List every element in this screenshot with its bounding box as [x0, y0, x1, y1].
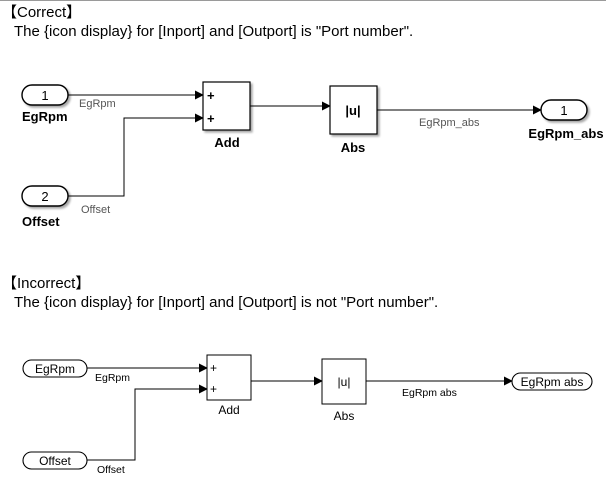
correct-signal-label-egrpm-abs: EgRpm_abs [419, 117, 480, 129]
incorrect-outport-label: EgRpm abs [521, 375, 584, 389]
correct-line-offset[interactable] [68, 113, 204, 197]
correct-description: The {icon display} for [Inport] and [Out… [14, 23, 414, 40]
incorrect-signal-label-egrpm-abs: EgRpm abs [402, 387, 457, 399]
top-divider [0, 0, 606, 1]
correct-outport-egrpm-abs[interactable]: 1 EgRpm_abs [528, 99, 604, 141]
incorrect-signal-label-egrpm: EgRpm [95, 372, 130, 384]
incorrect-diagram: EgRpm Offset EgRpm Offset EgRpm abs + + … [22, 354, 593, 476]
incorrect-description: The {icon display} for [Inport] and [Out… [14, 294, 439, 311]
correct-heading: 【Correct】 [2, 4, 82, 21]
incorrect-signal-lines [87, 363, 513, 461]
correct-inport-offset-name: Offset [22, 214, 60, 229]
correct-abs-name: Abs [341, 140, 366, 155]
incorrect-abs-block[interactable]: |u| Abs [321, 358, 367, 423]
incorrect-signal-label-offset: Offset [97, 464, 125, 476]
correct-add-name: Add [214, 135, 239, 150]
correct-abs-symbol: |u| [345, 103, 360, 118]
incorrect-inport-offset[interactable]: Offset [22, 451, 88, 470]
correct-inport-egrpm-name: EgRpm [22, 109, 68, 124]
incorrect-outport-egrpm-abs[interactable]: EgRpm abs [511, 372, 593, 391]
correct-signal-label-egrpm: EgRpm [79, 98, 116, 110]
incorrect-abs-name: Abs [334, 409, 355, 423]
correct-diagram: 1 EgRpm 2 Offset EgRpm Offset EgRpm_abs … [21, 81, 604, 229]
correct-inport-offset-number: 2 [41, 189, 48, 204]
correct-outport-name: EgRpm_abs [528, 126, 603, 141]
incorrect-heading: 【Incorrect】 [2, 275, 91, 292]
correct-add-sign-1: + [207, 88, 215, 103]
correct-abs-block[interactable]: |u| Abs [329, 85, 378, 155]
incorrect-add-sign-1: + [210, 361, 217, 375]
incorrect-line-offset[interactable] [87, 384, 208, 461]
incorrect-abs-symbol: |u| [338, 375, 351, 389]
correct-add-sign-2: + [207, 111, 215, 126]
incorrect-add-sign-2: + [210, 382, 217, 396]
incorrect-inport-egrpm-label: EgRpm [35, 362, 75, 376]
correct-signal-label-offset: Offset [81, 204, 110, 216]
correct-signal-lines [68, 90, 542, 197]
incorrect-inport-offset-label: Offset [39, 454, 71, 468]
correct-add-block[interactable]: + + Add [202, 81, 251, 150]
correct-inport-egrpm[interactable]: 1 EgRpm [21, 84, 69, 124]
correct-inport-offset[interactable]: 2 Offset [21, 185, 69, 229]
incorrect-add-block[interactable]: + + Add [206, 354, 252, 417]
incorrect-inport-egrpm[interactable]: EgRpm [22, 359, 88, 378]
correct-outport-number: 1 [560, 103, 567, 118]
correct-inport-egrpm-number: 1 [41, 88, 48, 103]
incorrect-add-name: Add [218, 403, 239, 417]
